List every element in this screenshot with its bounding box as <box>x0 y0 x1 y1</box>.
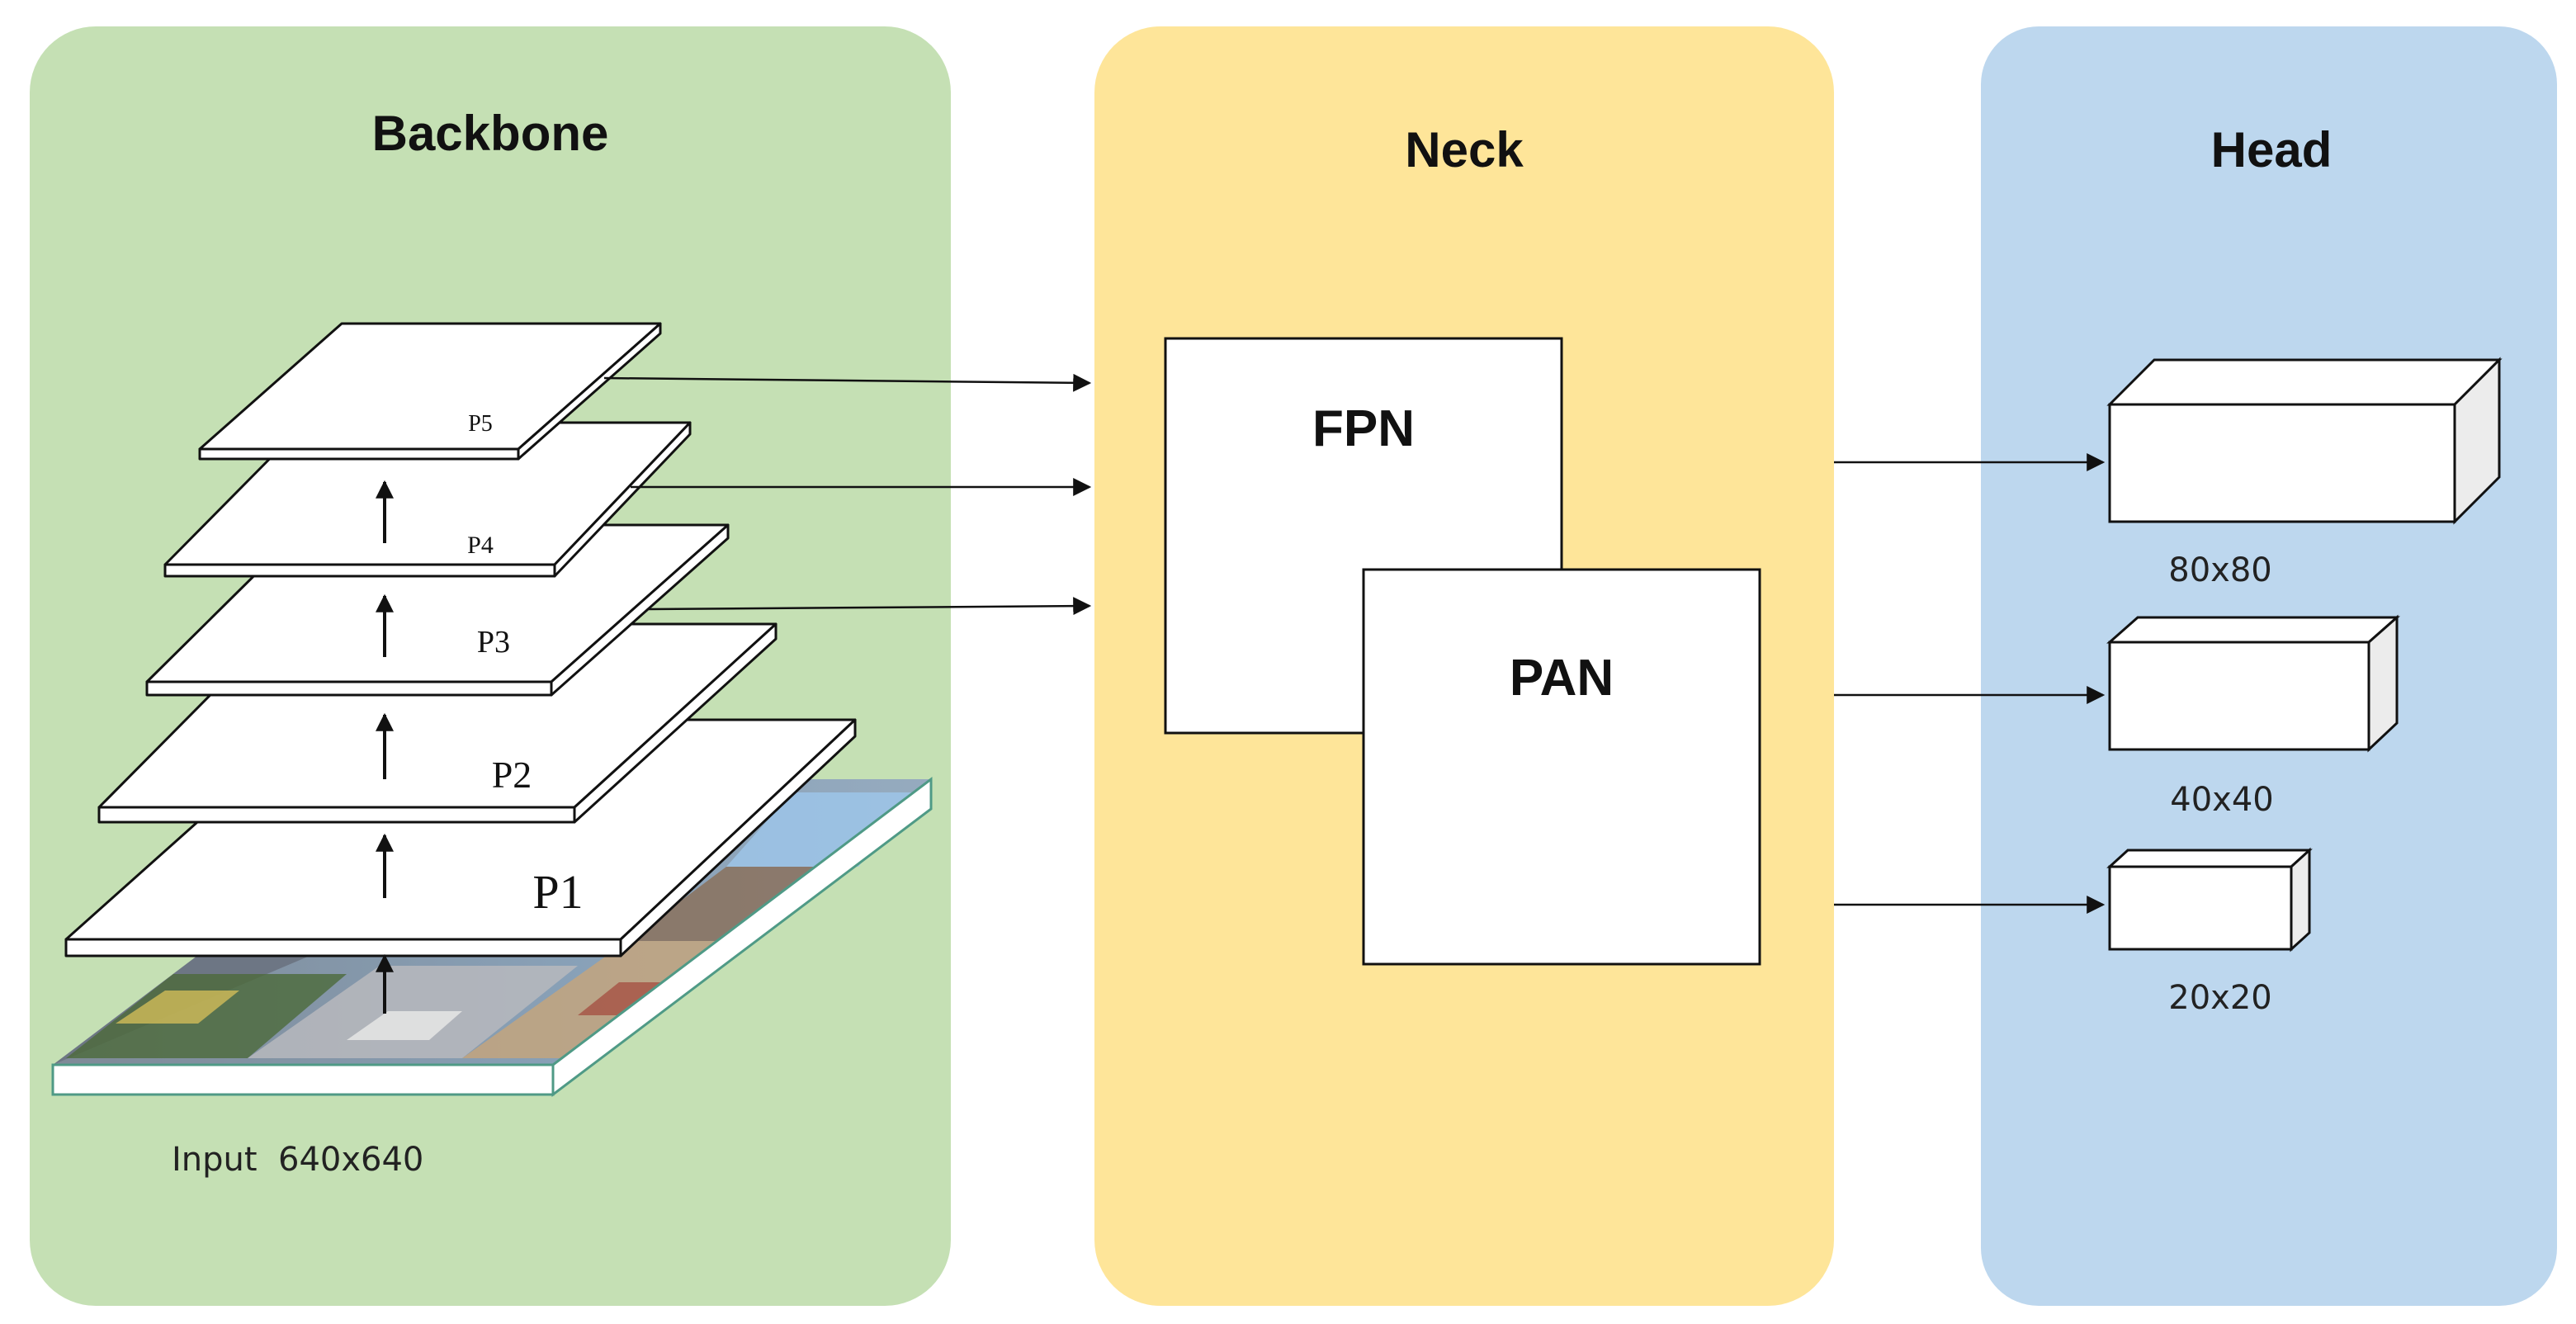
arrow-p5-to-neck <box>603 373 1092 392</box>
layer-p1-side-edge <box>619 718 857 958</box>
layer-p2-label: P2 <box>492 754 532 796</box>
head-output-80 <box>2106 357 2503 525</box>
layer-p5-label: P5 <box>468 411 493 437</box>
head-output-80-label: 80x80 <box>2168 551 2271 589</box>
layer-p2-front-edge <box>97 806 576 824</box>
pan-label: PAN <box>1510 650 1614 707</box>
layer-p4-front-edge <box>163 563 556 578</box>
neck-title: Neck <box>1405 122 1524 177</box>
layer-p5-front-edge <box>198 447 520 461</box>
layer-p4-label: P4 <box>467 532 494 559</box>
pan-block <box>1362 568 1761 966</box>
layer-p2-side-edge <box>573 622 778 824</box>
head-output-20 <box>2106 847 2313 953</box>
head-output-40-label: 40x40 <box>2170 781 2273 819</box>
layer-p4-side-edge <box>553 421 692 578</box>
backbone-title: Backbone <box>372 106 609 161</box>
layer-p5: P5 <box>198 322 662 461</box>
head-output-40 <box>2106 614 2400 753</box>
input-size-label: Input 640x640 <box>172 1141 423 1179</box>
layer-p3-label: P3 <box>477 625 510 660</box>
backbone-feature-layers: P1 P2 P3 P4 P5 <box>64 322 857 958</box>
fpn-label: FPN <box>1312 400 1415 457</box>
layer-p1-label: P1 <box>532 865 583 919</box>
layer-p1-front-edge <box>64 938 622 958</box>
layer-p5-side-edge <box>517 322 662 461</box>
layer-p3-side-edge <box>550 523 730 697</box>
head-output-20-label: 20x20 <box>2168 979 2271 1017</box>
head-title: Head <box>2211 122 2333 177</box>
arrow-p3-to-neck <box>648 597 1092 616</box>
layer-p3-front-edge <box>145 680 553 697</box>
